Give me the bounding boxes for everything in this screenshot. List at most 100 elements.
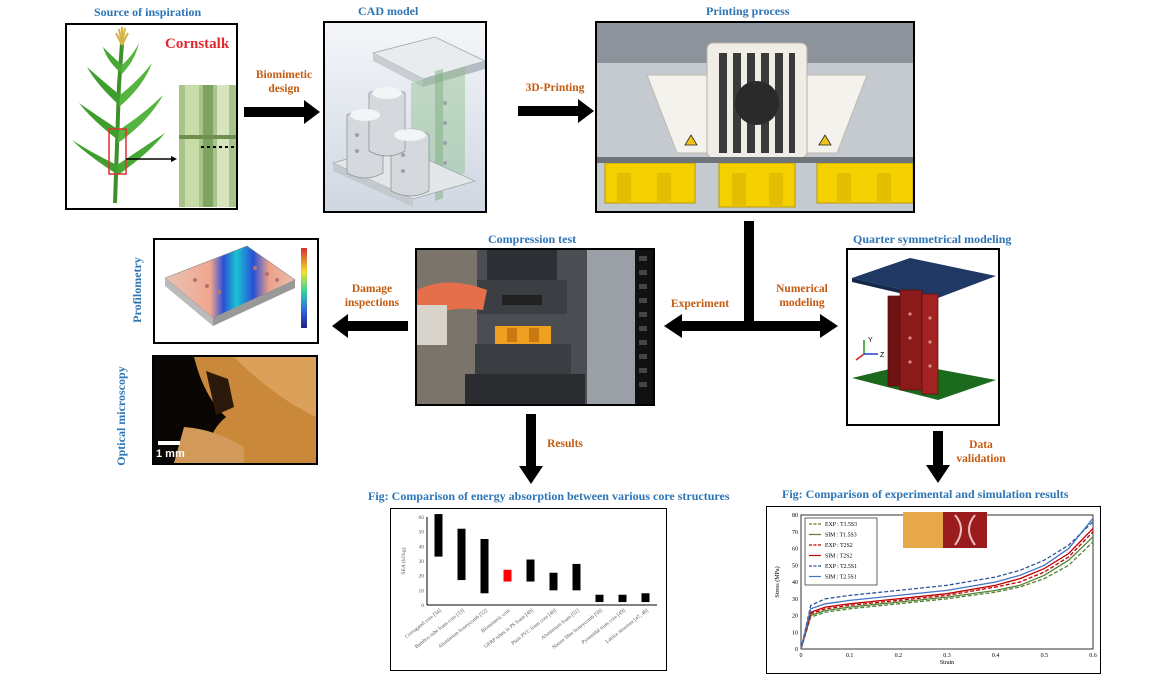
line-xtick-label: 0.4: [992, 653, 1000, 659]
line-xtick-label: 0.1: [846, 653, 854, 659]
arrow-3d-printing: [518, 99, 594, 123]
bar-category-label: Aluminium foam [51]: [540, 607, 581, 641]
line-ytick-label: 80: [792, 513, 798, 519]
cad-title: CAD model: [358, 4, 419, 18]
line-ytick-label: 70: [792, 530, 798, 536]
line-ytick-label: 30: [792, 597, 798, 603]
line-chart-title: Fig: Comparison of experimental and simu…: [782, 487, 1069, 501]
printing-panel: [595, 21, 915, 213]
arrow-biomimetic: [244, 100, 320, 124]
line-series: [800, 531, 1094, 650]
bar-range: [503, 569, 512, 582]
line-ytick-label: 0: [795, 647, 798, 653]
bar-range: [572, 563, 581, 591]
line-legend-label: EXP : T2S2: [825, 543, 853, 549]
line-xlabel: Strain: [940, 660, 954, 666]
line-legend-label: SIM : T2S2: [825, 554, 852, 560]
line-xtick-label: 0.6: [1089, 653, 1097, 659]
fe-model: Y Z: [852, 258, 996, 400]
line-chart: 0 10 20 30 40 50 60 70 80 0 0.1 0.2 0.3 0.4 0.5 0.6Stra…: [774, 512, 1097, 666]
inset-exp-specimen: [903, 512, 943, 548]
line-legend-box: [804, 517, 878, 586]
scale-bar-label: 1 mm: [156, 448, 185, 460]
bar-ylabel: SEA (kJ/kg): [400, 547, 407, 574]
bar-range: [549, 572, 558, 591]
connector-split: [664, 221, 838, 338]
printer-photo: [597, 23, 913, 211]
inset-sim-detail: [954, 514, 976, 546]
line-series: [800, 536, 1094, 650]
cornstalk-illustration: [72, 27, 236, 207]
compression-photo: [417, 250, 653, 404]
line-ytick-label: 20: [792, 614, 798, 620]
line-legend-label: EXP : T2.5S1: [825, 564, 857, 570]
line-series: [800, 527, 1094, 650]
results-label: Results: [547, 438, 583, 450]
svg-text:Z: Z: [880, 352, 885, 359]
profilometry-label: Profilometry: [130, 257, 144, 323]
line-ytick-label: 40: [792, 580, 798, 586]
line-legend-label: EXP : T1.5S3: [825, 522, 857, 528]
bar-range: [641, 593, 650, 603]
quarter-title: Quarter symmetrical modeling: [853, 232, 1012, 246]
bar-ytick-label: 10: [419, 588, 425, 594]
line-series: [800, 517, 1094, 650]
bar-range: [595, 594, 604, 603]
bar-range: [618, 594, 627, 603]
bar-range: [457, 528, 466, 581]
line-ytick-label: 10: [792, 630, 798, 636]
biomimetic-label: Biomimetic design: [255, 69, 313, 95]
line-series: [800, 521, 1094, 650]
line-ytick-label: 50: [792, 563, 798, 569]
line-xtick-label: 0.3: [943, 653, 951, 659]
bar-chart-title: Fig: Comparison of energy absorption bet…: [368, 489, 730, 503]
bar-ytick-label: 40: [419, 544, 425, 550]
printing-title: Printing process: [706, 4, 790, 18]
compression-panel: [415, 248, 655, 406]
profilometry-map: [164, 245, 307, 328]
inset-sim-specimen: [943, 512, 987, 548]
cad-panel: [323, 21, 487, 213]
bar-category-label: Corrugated core [34]: [404, 608, 443, 640]
bar-ytick-label: 60: [419, 515, 425, 521]
printing3d-label: 3D-Printing: [525, 82, 585, 94]
bar-ytick-label: 20: [419, 574, 425, 580]
arrow-results: [519, 414, 543, 484]
data-validation-label: Data validation: [956, 439, 1006, 465]
microscopy-photo: [154, 357, 316, 463]
inspiration-title: Source of inspiration: [94, 5, 202, 19]
line-legend-label: SIM : T2.5S1: [825, 575, 857, 581]
line-ylabel: Stress (MPa): [774, 566, 781, 597]
inspiration-panel: Cornstalk: [65, 23, 238, 210]
optical-panel: 1 mm: [152, 355, 318, 465]
line-legend-label: SIM : T1.5S3: [825, 533, 857, 539]
quarter-panel: Y Z: [846, 248, 1000, 426]
line-series: [800, 541, 1094, 650]
cornstalk-label: Cornstalk: [165, 36, 230, 52]
damage-label: Damage inspections: [344, 283, 400, 309]
line-xtick-label: 0: [800, 653, 803, 659]
arrow-data-validation: [926, 431, 950, 483]
scale-bar: [158, 441, 180, 445]
bar-ytick-label: 30: [419, 559, 425, 565]
bar-range: [526, 559, 535, 582]
compression-title: Compression test: [488, 232, 577, 246]
line-xtick-label: 0.2: [895, 653, 903, 659]
bar-range: [480, 539, 489, 594]
cad-render: [325, 23, 485, 211]
bar-range: [434, 514, 443, 557]
line-ytick-label: 60: [792, 547, 798, 553]
optical-label: Optical microscopy: [114, 366, 128, 466]
svg-text:Y: Y: [868, 337, 873, 344]
line-xtick-label: 0.5: [1041, 653, 1049, 659]
experiment-label: Experiment: [670, 298, 730, 310]
arrow-damage: [332, 314, 408, 338]
numerical-label: Numerical modeling: [776, 283, 828, 309]
bar-ytick-label: 0: [421, 603, 424, 609]
bar-category-label: Lattice structure [47, 48]: [605, 608, 650, 645]
profilometry-panel: [153, 238, 319, 344]
bar-ytick-label: 50: [419, 530, 425, 536]
